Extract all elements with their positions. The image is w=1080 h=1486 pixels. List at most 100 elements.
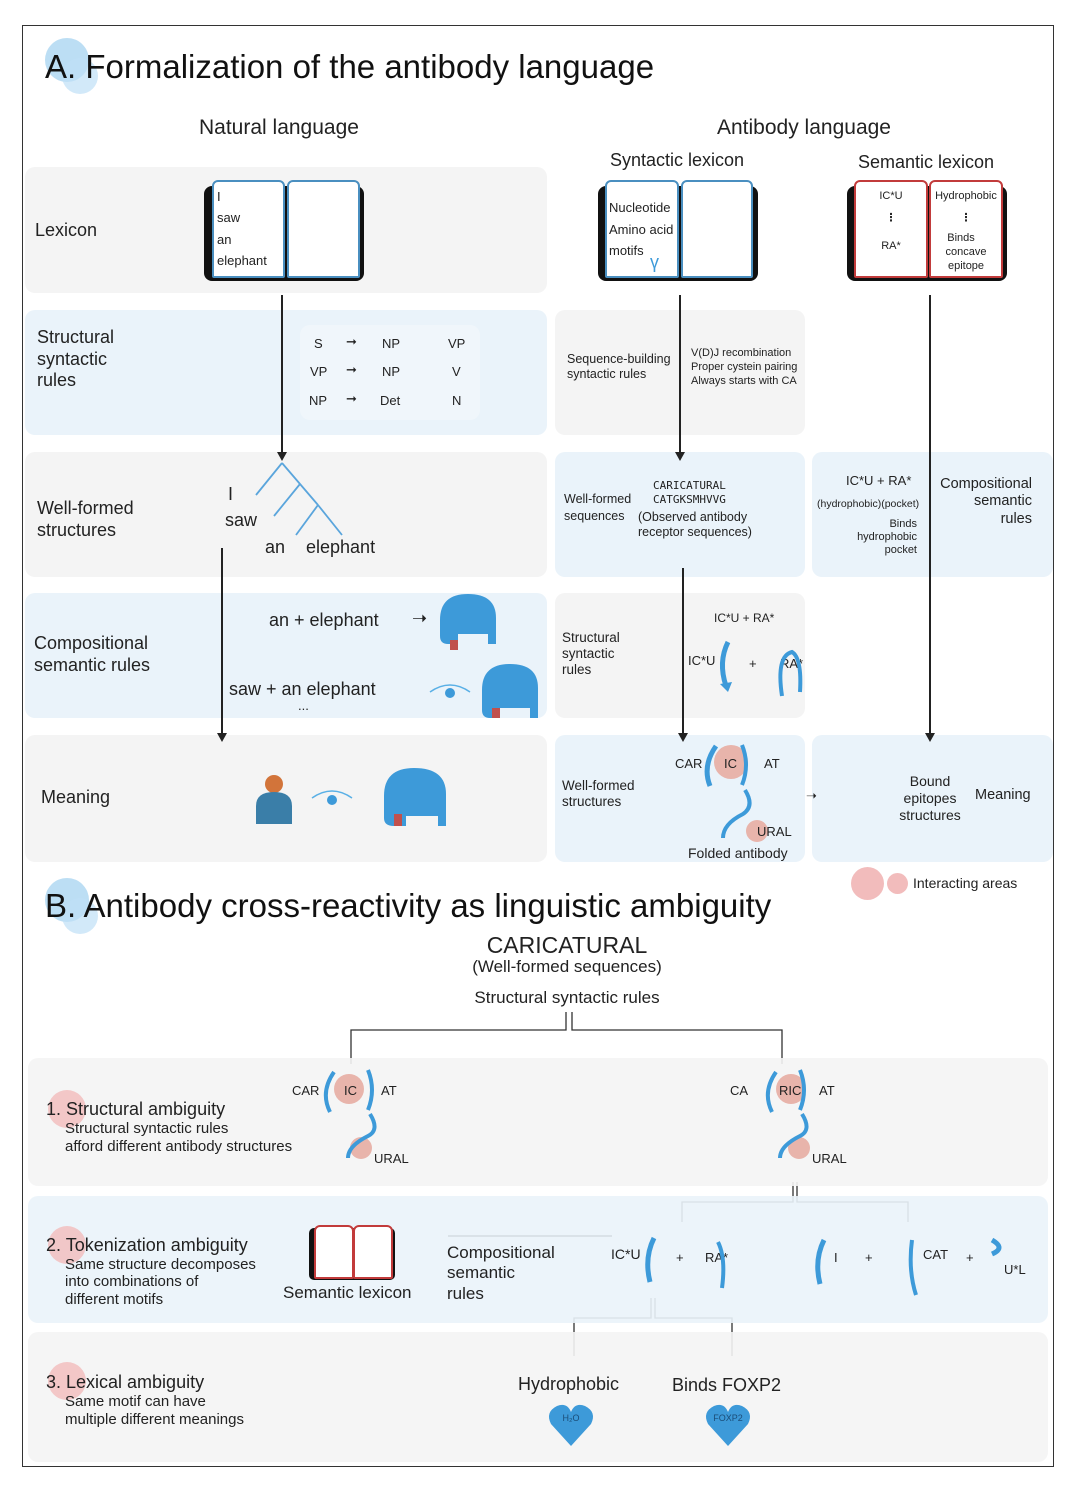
rule-rhs: V [452,364,461,379]
book-page-left [854,180,928,278]
motif-loops-icon [645,1236,1002,1296]
panel-structural-ambiguity [28,1058,1048,1186]
fold-label: URAL [374,1151,409,1166]
folded-antibody-icon [704,744,752,839]
folded-antibody-icon [323,1069,809,1159]
amb1-desc: afford different antibody structures [65,1138,293,1155]
book-page-left [605,180,679,278]
sequence: CATGKSMHVVG [653,493,726,506]
interacting-area [746,820,768,842]
fold-label: IC [724,756,737,771]
ellipsis: ... [298,698,309,713]
rule-arrow-icon: ➞ [346,334,357,349]
lexicon-word: Amino acid [609,222,674,237]
rule-rhs: NP [382,364,401,379]
rule-rhs: NP [382,336,401,351]
book-page-right [287,180,360,278]
meaning: Binds [947,232,975,244]
struct-syn-label: Structural syntactic rules [562,630,620,678]
panel-struct-syn [555,593,805,718]
panel-lexical-ambiguity [28,1332,1048,1462]
seq-rule: Always starts with CA [691,375,797,387]
ambiguity-bubble-icon [48,1226,86,1264]
heading-antibody-language: Antibody language [717,116,891,139]
meaning: epitope [947,260,985,272]
comp-sem-label: Compositional semantic rules [940,476,1032,527]
struct-formula: IC*U + RA* [714,611,775,625]
interacting-area [334,1074,364,1104]
lexicon-word: elephant [217,253,267,268]
fold-label: AT [819,1083,835,1098]
comp-phrase: an + elephant [269,610,379,630]
meaning-label: Meaning [975,787,1031,803]
plus: + [749,656,757,671]
fold-label: CAR [675,756,703,771]
legend-small-circle-icon [887,873,908,894]
rule-rhs: N [452,393,462,408]
seq-rule: V(D)J recombination [691,347,792,359]
arrowhead [675,452,685,461]
motif-label: IC*U [688,653,716,668]
motif: RA* [881,240,901,252]
meaning: Hydrophobic [935,190,997,202]
amb2-desc: into combinations of [65,1273,199,1290]
fold-label: URAL [812,1151,847,1166]
amb2-title: 2. Tokenization ambiguity [46,1235,248,1255]
amb2-desc: different motifs [65,1291,164,1308]
meaning-hydrophobic: Hydrophobic [518,1374,620,1394]
section-b-title: B. Antibody cross-reactivity as linguist… [45,887,772,924]
nl-rules-box [300,325,480,420]
title-bubble-icon [62,898,98,934]
meaning-bound-epitopes: Bound epitopes structures [899,773,961,823]
amb2-desc: Same structure decomposes [65,1256,256,1273]
sequence: CARICATURAL [653,479,726,492]
interacting-area [788,1137,810,1159]
ellipsis: ⋮ [885,212,897,224]
panel-tokenization-ambiguity [28,1196,1048,1323]
lexicon-word: an [217,232,232,247]
rule-lhs: S [314,336,323,351]
lexicon-word: I [217,189,221,204]
title-bubble-icon [62,58,98,94]
ambiguity-bubble-icon [48,1362,86,1400]
panel-wf-struct [555,735,805,862]
fold-label: AT [764,756,780,771]
fold-label: IC [344,1083,357,1098]
row-label-meaning: Meaning [41,787,111,807]
folded-antibody-label: Folded antibody [688,845,788,861]
comp-sem-formula: IC*U + RA* [846,473,912,488]
arrow-sem-lexicon [929,295,931,735]
ellipsis: ⋮ [960,212,972,224]
word-sub: (Well-formed sequences) [472,957,662,976]
tree-word: elephant [306,537,376,557]
amb3-desc: Same motif can have [65,1393,206,1410]
heading-semantic-lexicon: Semantic lexicon [858,152,995,172]
book-page-right [929,180,1003,278]
antibody-loop-icon [720,640,803,697]
wf-seq-note: (Observed antibody receptor sequences) [638,510,752,539]
plus: + [865,1250,873,1265]
heading-syntactic-lexicon: Syntactic lexicon [610,150,745,170]
arrow-nl-lexicon [281,295,283,455]
parse-tree [255,462,343,536]
comp-sem-sub: (hydrophobic)(pocket) [817,498,920,510]
antibody-icon: ү [650,252,659,272]
lexicon-word: saw [217,210,241,225]
heart-icons [549,1404,750,1446]
row-label-structural-syntactic-rules: Structural syntactic rules [37,327,115,391]
meaning-binds-foxp2: Binds FOXP2 [672,1375,782,1395]
comp-phrase: saw + an elephant [229,679,376,699]
tree-word: an [265,537,286,557]
legend-label: Interacting areas [913,875,1018,891]
section-a-title: A. Formalization of the antibody languag… [45,48,655,85]
arrowhead [925,733,935,742]
heart-label-h2o: H₂O [562,1413,580,1423]
legend-big-circle-icon [851,867,884,900]
rule-rhs: VP [448,336,466,351]
arrowhead [277,452,287,461]
panel-wf-seq [555,452,805,577]
fold-label: CAR [292,1083,320,1098]
row-label-lexicon: Lexicon [35,220,98,240]
eye-elephant-icon [429,664,538,718]
panel-nl-wellformed [25,452,547,577]
